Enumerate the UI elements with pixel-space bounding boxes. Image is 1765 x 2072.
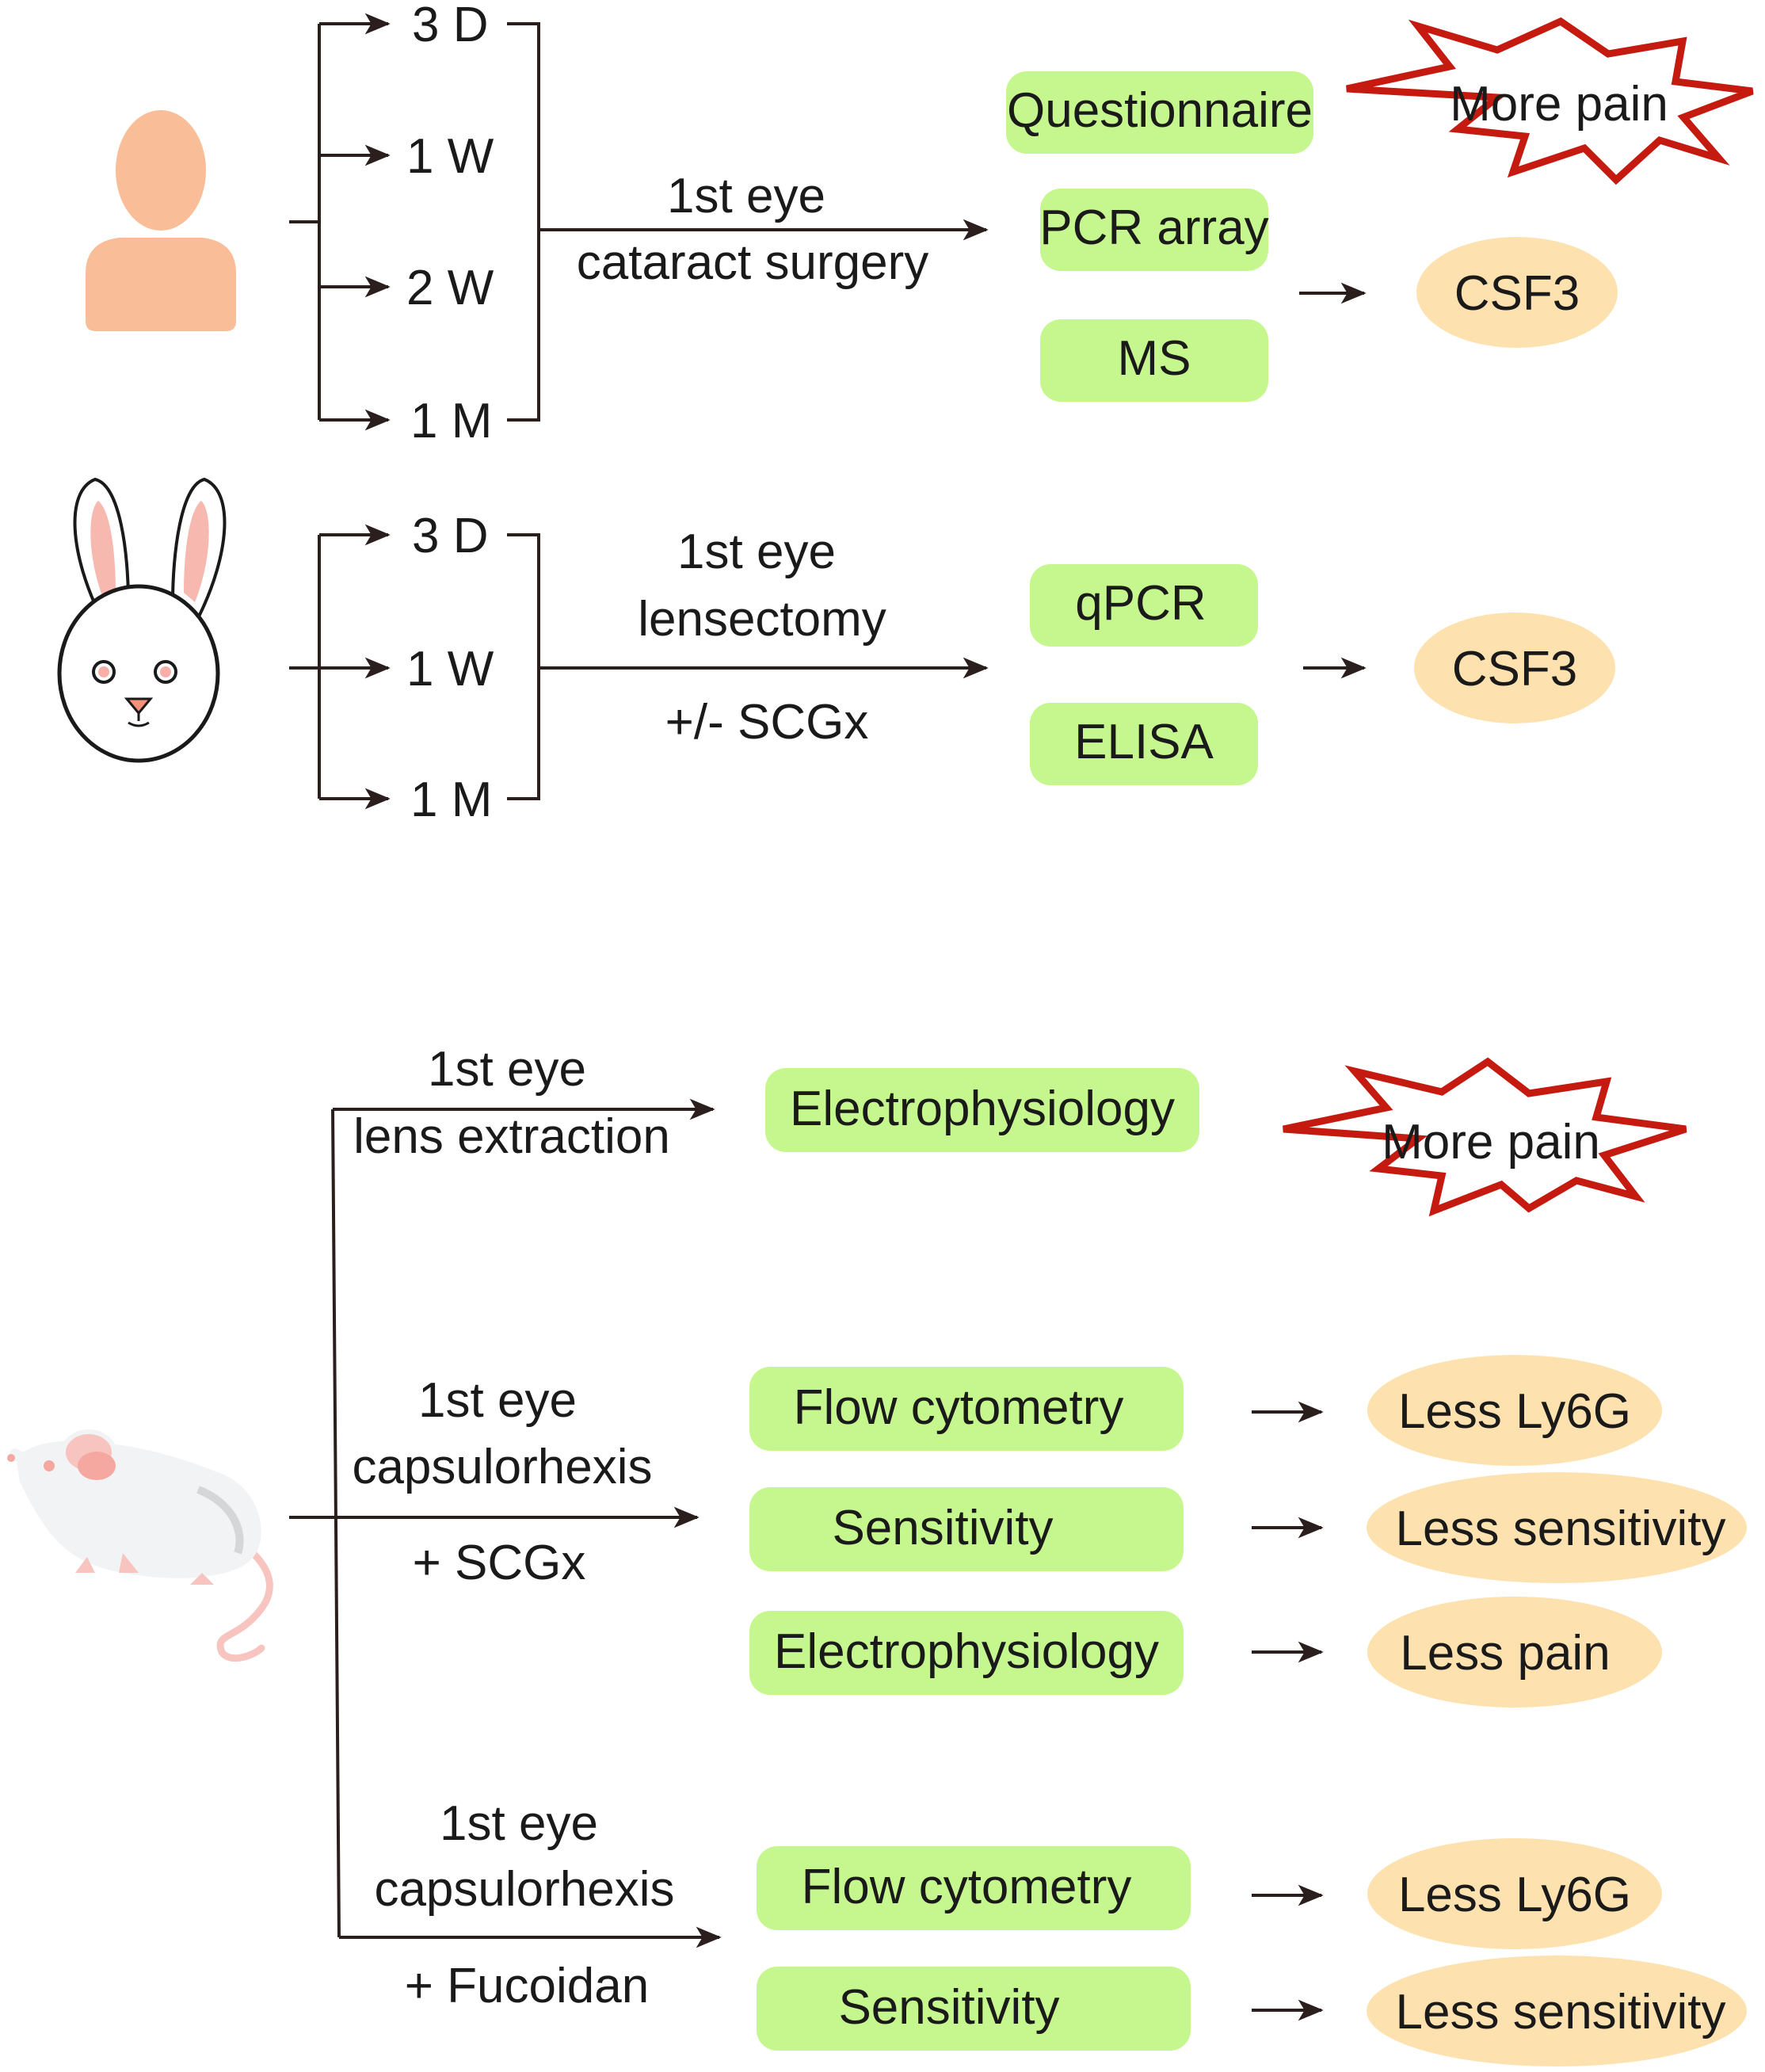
assay-box: Questionnaire: [1006, 71, 1313, 154]
timepoint-label: 1 M: [410, 773, 492, 827]
procedure-label: 1st eye: [677, 525, 836, 579]
outcome-starburst: More pain: [1346, 17, 1754, 185]
outcome-label: More pain: [1450, 77, 1668, 132]
result-label: Less Ly6G: [1398, 1384, 1631, 1439]
procedure-condition-label: +/- SCGx: [665, 695, 869, 750]
assay-label: Questionnaire: [1007, 83, 1313, 138]
result-ellipse: Less sensitivity: [1367, 1472, 1747, 1583]
rabbit-panel: 3 D 1 W 1 M 1st eye lensectomy +/- SCGx …: [57, 477, 1615, 827]
procedure-label: 1st eye: [428, 1042, 586, 1097]
assay-box: Flow cytometry: [757, 1846, 1191, 1930]
assay-label: Sensitivity: [838, 1980, 1059, 2035]
procedure-label: capsulorhexis: [374, 1862, 674, 1917]
result-label: Less Ly6G: [1398, 1868, 1631, 1922]
result-label: CSF3: [1452, 642, 1577, 696]
assay-label: Sensitivity: [832, 1501, 1053, 1555]
assay-box: PCR array: [1039, 189, 1269, 271]
human-silhouette-icon: [86, 110, 236, 331]
timepoint-label: 1 W: [406, 129, 494, 184]
mouse-panel: 1st eye lens extraction Electrophysiolog…: [7, 1042, 1747, 2066]
timepoint-label: 2 W: [406, 261, 494, 315]
result-ellipse: CSF3: [1414, 612, 1615, 723]
procedure-label: lens extraction: [353, 1109, 670, 1164]
procedure-label: cataract surgery: [577, 235, 929, 290]
procedure-label: capsulorhexis: [352, 1440, 652, 1494]
assay-label: Flow cytometry: [794, 1380, 1124, 1435]
timepoint-label: 3 D: [412, 0, 488, 52]
assay-label: MS: [1118, 331, 1191, 386]
outcome-starburst: More pain: [1283, 1057, 1687, 1217]
procedure-label: 1st eye: [667, 169, 825, 223]
assay-box: Sensitivity: [749, 1487, 1184, 1571]
result-ellipse: Less pain: [1367, 1597, 1662, 1708]
procedure-label: 1st eye: [418, 1373, 577, 1428]
assay-box: Flow cytometry: [749, 1367, 1184, 1451]
assay-box: Sensitivity: [757, 1967, 1191, 2051]
assay-label: Flow cytometry: [802, 1860, 1132, 1914]
procedure-condition-label: + SCGx: [413, 1536, 586, 1590]
rabbit-face-icon: [57, 477, 227, 763]
human-panel: 3 D 1 W 2 W 1 M 1st eye cataract surgery…: [86, 0, 1754, 448]
timepoint-label: 3 D: [412, 509, 488, 563]
procedure-condition-label: + Fucoidan: [405, 1959, 650, 2013]
assay-box: qPCR: [1030, 564, 1258, 647]
timepoint-label: 1 W: [406, 642, 494, 696]
result-label: Less sensitivity: [1396, 1502, 1726, 1556]
result-label: CSF3: [1454, 266, 1580, 321]
assay-label: qPCR: [1075, 576, 1206, 631]
assay-box: Electrophysiology: [765, 1068, 1199, 1152]
assay-label: ELISA: [1074, 715, 1214, 769]
assay-label: PCR array: [1039, 200, 1268, 255]
procedure-label: 1st eye: [440, 1796, 598, 1851]
assay-box: Electrophysiology: [749, 1611, 1184, 1695]
procedure-label: lensectomy: [638, 592, 886, 647]
result-ellipse: CSF3: [1416, 237, 1618, 348]
outcome-label: More pain: [1382, 1115, 1600, 1170]
assay-box: ELISA: [1030, 703, 1258, 785]
timepoint-label: 1 M: [410, 394, 492, 448]
result-label: Less pain: [1400, 1626, 1610, 1681]
assay-label: Electrophysiology: [790, 1082, 1175, 1136]
result-ellipse: Less sensitivity: [1367, 1956, 1747, 2066]
result-ellipse: Less Ly6G: [1367, 1838, 1662, 1949]
mouse-icon: [7, 1429, 273, 1662]
result-label: Less sensitivity: [1396, 1985, 1726, 2040]
assay-label: Electrophysiology: [774, 1624, 1159, 1679]
assay-box: MS: [1040, 319, 1268, 402]
result-ellipse: Less Ly6G: [1367, 1355, 1662, 1466]
